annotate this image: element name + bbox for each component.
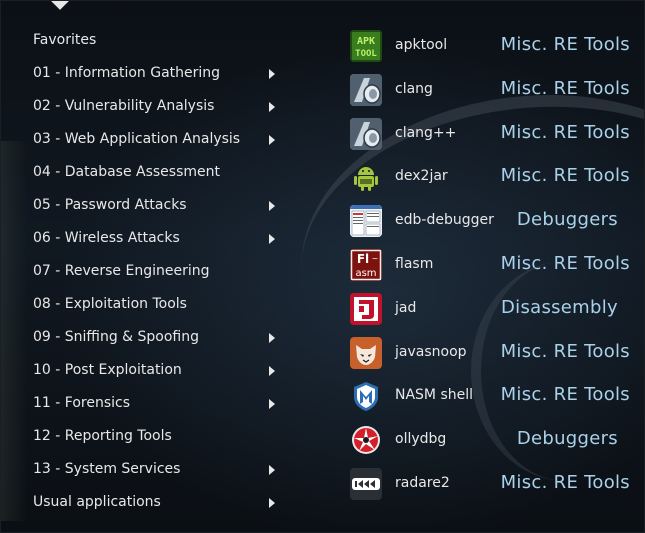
submenu-arrow-icon xyxy=(269,234,275,244)
category-database-assessment[interactable]: 04 - Database Assessment xyxy=(1,156,321,189)
edb-icon xyxy=(350,205,382,238)
category-list: Favorites 01 - Information Gathering 02 … xyxy=(1,24,321,519)
jad-icon xyxy=(350,292,382,325)
metasploit-icon xyxy=(350,380,382,412)
category-post-exploitation[interactable]: 10 - Post Exploitation xyxy=(1,354,321,387)
submenu-arrow-icon xyxy=(269,69,275,79)
category-vulnerability-analysis[interactable]: 02 - Vulnerability Analysis xyxy=(1,90,321,123)
category-favorites[interactable]: Favorites xyxy=(1,24,321,57)
app-category: Misc. RE Tools xyxy=(500,121,630,143)
category-label: 08 - Exploitation Tools xyxy=(33,296,187,312)
category-label: 01 - Information Gathering xyxy=(33,65,221,81)
submenu-arrow-icon xyxy=(269,201,275,211)
svg-text:asm: asm xyxy=(355,268,376,279)
app-item-dex2jar[interactable]: dex2jar Misc. RE Tools xyxy=(346,156,644,200)
app-category: Debuggers xyxy=(516,209,618,231)
category-label: 02 - Vulnerability Analysis xyxy=(33,98,215,114)
app-name: radare2 xyxy=(395,474,450,491)
submenu-arrow-icon xyxy=(269,366,275,376)
app-category: Misc. RE Tools xyxy=(500,252,630,274)
background-desktop-fade xyxy=(1,141,27,521)
app-name: apktool xyxy=(395,37,448,53)
app-category: Debuggers xyxy=(516,428,618,450)
application-list: APK TOOL apktool Misc. RE Tools clang Mi… xyxy=(346,25,644,507)
category-label: 10 - Post Exploitation xyxy=(33,362,182,378)
app-item-ollydbg[interactable]: ollydbg Debuggers xyxy=(346,419,644,463)
category-forensics[interactable]: 11 - Forensics xyxy=(1,387,321,420)
category-label: 13 - System Services xyxy=(33,461,181,477)
app-category: Misc. RE Tools xyxy=(500,165,630,187)
category-label: 12 - Reporting Tools xyxy=(33,428,172,444)
category-label: Usual applications xyxy=(33,494,161,510)
svg-text:TOOL: TOOL xyxy=(355,49,377,59)
submenu-arrow-icon xyxy=(269,465,275,475)
app-item-javasnoop[interactable]: javasnoop Misc. RE Tools xyxy=(346,332,644,376)
svg-text:APK: APK xyxy=(357,36,375,47)
ollydbg-icon xyxy=(350,424,382,456)
app-category: Misc. RE Tools xyxy=(500,384,630,406)
app-name: dex2jar xyxy=(395,168,448,185)
app-name: flasm xyxy=(395,255,434,272)
svg-text:~: ~ xyxy=(372,254,379,263)
clang-icon xyxy=(350,117,382,150)
android-icon xyxy=(350,161,382,193)
app-name: edb-debugger xyxy=(395,212,494,229)
submenu-arrow-icon xyxy=(269,333,275,343)
category-sniffing-spoofing[interactable]: 09 - Sniffing & Spoofing xyxy=(1,321,321,354)
category-reporting-tools[interactable]: 12 - Reporting Tools xyxy=(1,420,321,453)
app-category: Misc. RE Tools xyxy=(500,34,630,55)
app-name: javasnoop xyxy=(395,343,467,360)
app-item-jad[interactable]: jad Disassembly xyxy=(346,288,644,332)
menu-pointer xyxy=(50,1,70,10)
javasnoop-icon xyxy=(350,336,382,369)
category-usual-applications[interactable]: Usual applications xyxy=(1,486,321,519)
category-password-attacks[interactable]: 05 - Password Attacks xyxy=(1,189,321,222)
category-label: 09 - Sniffing & Spoofing xyxy=(33,329,200,345)
app-item-apktool[interactable]: APK TOOL apktool Misc. RE Tools xyxy=(346,25,644,69)
app-category: Disassembly xyxy=(500,296,618,318)
app-name: clang++ xyxy=(395,124,457,141)
category-web-application-analysis[interactable]: 03 - Web Application Analysis xyxy=(1,123,321,156)
clang-icon xyxy=(350,73,382,106)
app-category: Misc. RE Tools xyxy=(500,77,630,99)
app-name: ollydbg xyxy=(395,431,447,448)
svg-text:Fl: Fl xyxy=(357,252,369,266)
category-label: 03 - Web Application Analysis xyxy=(33,131,241,147)
submenu-arrow-icon xyxy=(269,399,275,409)
category-label: 05 - Password Attacks xyxy=(33,197,187,213)
category-system-services[interactable]: 13 - System Services xyxy=(1,453,321,486)
app-category: Misc. RE Tools xyxy=(500,471,630,493)
submenu-arrow-icon xyxy=(269,498,275,508)
flasm-icon: Fl ~ asm xyxy=(350,248,382,281)
app-item-clangpp[interactable]: clang++ Misc. RE Tools xyxy=(346,113,644,157)
app-item-edb-debugger[interactable]: edb-debugger Debuggers xyxy=(346,200,644,244)
app-name: clang xyxy=(395,80,433,97)
category-information-gathering[interactable]: 01 - Information Gathering xyxy=(1,57,321,90)
app-item-nasm-shell[interactable]: NASM shell Misc. RE Tools xyxy=(346,375,644,419)
apktool-icon: APK TOOL xyxy=(350,30,382,62)
app-item-radare2[interactable]: radare2 Misc. RE Tools xyxy=(346,463,644,507)
submenu-arrow-icon xyxy=(269,102,275,112)
category-wireless-attacks[interactable]: 06 - Wireless Attacks xyxy=(1,222,321,255)
radare-icon xyxy=(350,467,382,500)
app-name: jad xyxy=(395,299,417,316)
app-name: NASM shell xyxy=(395,387,474,404)
submenu-arrow-icon xyxy=(269,135,275,145)
app-category: Misc. RE Tools xyxy=(500,340,630,362)
app-item-clang[interactable]: clang Misc. RE Tools xyxy=(346,69,644,113)
category-reverse-engineering[interactable]: 07 - Reverse Engineering xyxy=(1,255,321,288)
category-exploitation-tools[interactable]: 08 - Exploitation Tools xyxy=(1,288,321,321)
category-label: 04 - Database Assessment xyxy=(33,164,220,180)
category-label: 11 - Forensics xyxy=(33,395,130,411)
category-label: Favorites xyxy=(33,32,97,48)
category-label: 06 - Wireless Attacks xyxy=(33,230,180,246)
app-item-flasm[interactable]: Fl ~ asm flasm Misc. RE Tools xyxy=(346,244,644,288)
category-label: 07 - Reverse Engineering xyxy=(33,263,210,279)
